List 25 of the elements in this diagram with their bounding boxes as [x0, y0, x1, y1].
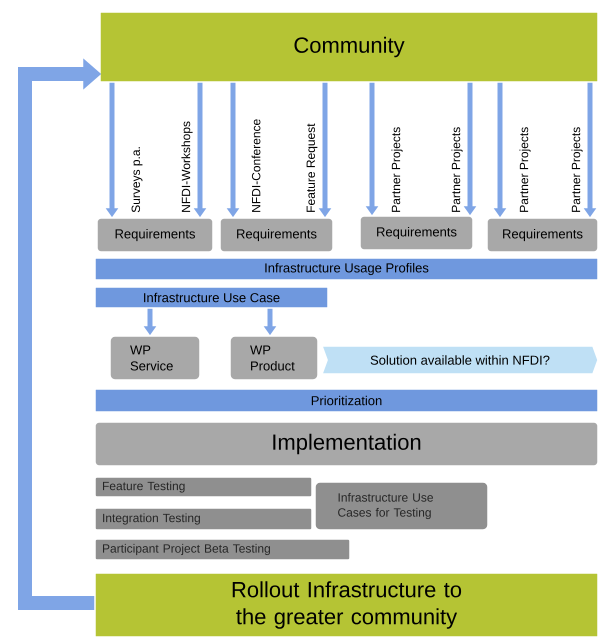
process-bar: Infrastructure Usage Profiles — [94, 257, 598, 281]
testing-bar: Feature Testing — [94, 476, 313, 498]
edge-label: NFDI-Conference — [250, 118, 262, 214]
edge-label: Partner Projects — [518, 126, 532, 214]
edge-label: Feature Request — [306, 122, 318, 214]
requirement-box: Requirements — [96, 217, 214, 253]
requirement-box: Requirements — [486, 217, 598, 253]
edge-label: NFDI-Workshops — [180, 120, 194, 214]
requirement-box: Requirements — [219, 217, 334, 253]
edge-label: Surveys p.a. — [130, 145, 144, 214]
edge-label: Partner Projects — [390, 126, 404, 214]
work-package-box: WP Product — [229, 335, 319, 381]
edge-label: Partner Projects — [570, 126, 584, 214]
process-box: Implementation — [94, 421, 598, 467]
work-package-box: WP Service — [109, 335, 201, 381]
requirement-box: Requirements — [359, 215, 474, 251]
edge-label: Partner Projects — [450, 126, 464, 214]
testing-bar: Participant Project Beta Testing — [94, 538, 351, 561]
process-box: Infrastructure Use Cases for Testing — [314, 481, 489, 531]
rollout-box: Rollout Infrastructure to the greater community — [94, 572, 598, 637]
process-bar: Prioritization — [94, 388, 598, 413]
header-box: Community — [99, 11, 598, 83]
question-callout: Solution available within NFDI? — [320, 345, 598, 375]
testing-bar: Integration Testing — [94, 507, 313, 531]
process-bar: Infrastructure Use Case — [94, 286, 329, 309]
